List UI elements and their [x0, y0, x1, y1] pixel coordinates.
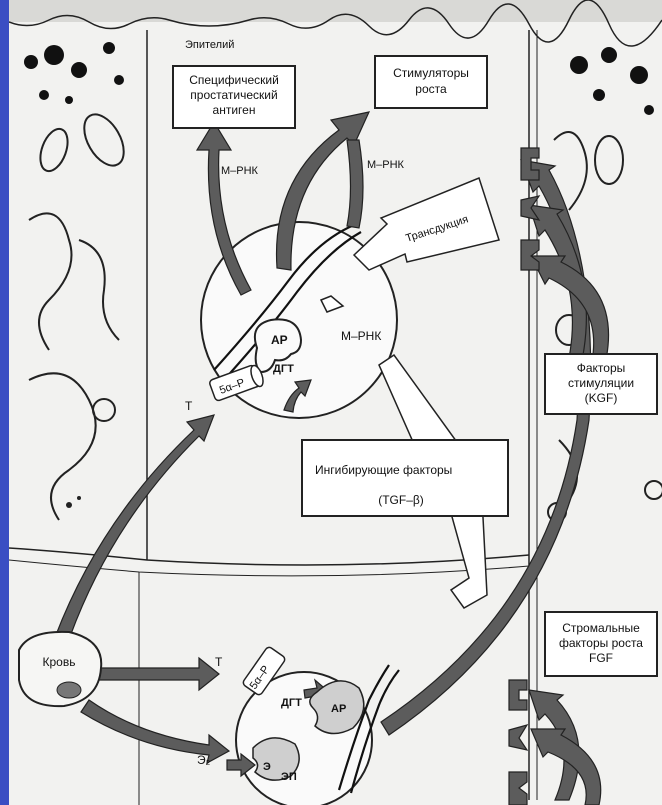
fgf-receptor-1: [509, 680, 527, 710]
blood-to-stroma-t-arrow: [94, 658, 219, 690]
top-membrane-band: [9, 0, 662, 22]
left-cell-organelles: [24, 42, 132, 520]
e2-label: Э₂: [197, 753, 211, 767]
mrna-left-label: М–РНК: [221, 165, 259, 177]
kgf-receptor-3: [521, 240, 539, 270]
blood-cell: [57, 682, 81, 698]
e-label: Э: [263, 761, 271, 773]
inhib-label-line2: (TGF–β): [378, 493, 424, 507]
kgf-label-line1: Факторы: [577, 361, 626, 375]
t-bottom-label: Т: [215, 655, 223, 669]
kgf-label-line3: (KGF): [585, 391, 618, 405]
diagram-frame: Эпителий Специфический простатический ан…: [9, 0, 662, 805]
ar-bottom-label: АР: [331, 703, 346, 715]
epithelium-basement-line: [9, 548, 529, 565]
growth-label-line1: Стимуляторы: [393, 66, 469, 80]
ar-top-label: АР: [271, 333, 288, 347]
prostate-signaling-diagram: Эпителий Специфический простатический ан…: [9, 0, 662, 805]
fgf-label-line1: Стромальные: [562, 621, 640, 635]
dht-bottom-label: ДГТ: [281, 697, 302, 709]
ep-label: ЭП: [281, 771, 297, 783]
t-top-label: Т: [185, 399, 193, 413]
blood-to-epithelium-arrow: [54, 415, 214, 645]
growth-label-line2: роста: [415, 82, 447, 96]
mrna-to-growth-right-arrow: [347, 140, 363, 228]
fgf-label-line2: факторы роста: [559, 636, 643, 650]
kgf-label-line2: стимуляции: [568, 376, 634, 390]
mrna-nucleus-label: М–РНК: [341, 329, 381, 343]
dht-top-label: ДГТ: [273, 363, 294, 375]
psa-label-line2: простатический: [190, 88, 277, 102]
fgf-receptor-3: [509, 772, 527, 805]
psa-label-line3: антиген: [213, 103, 256, 117]
epithelium-label: Эпителий: [185, 39, 234, 51]
psa-label-line1: Специфический: [189, 73, 279, 87]
transduction-hollow-arrow: [354, 178, 499, 270]
fgf-receptor-2: [509, 725, 527, 750]
mrna-right-label: М–РНК: [367, 159, 405, 171]
inhib-label-line1: Ингибирующие факторы: [315, 463, 452, 477]
blood-label: Кровь: [43, 655, 76, 669]
fgf-label-line3: FGF: [589, 651, 613, 665]
